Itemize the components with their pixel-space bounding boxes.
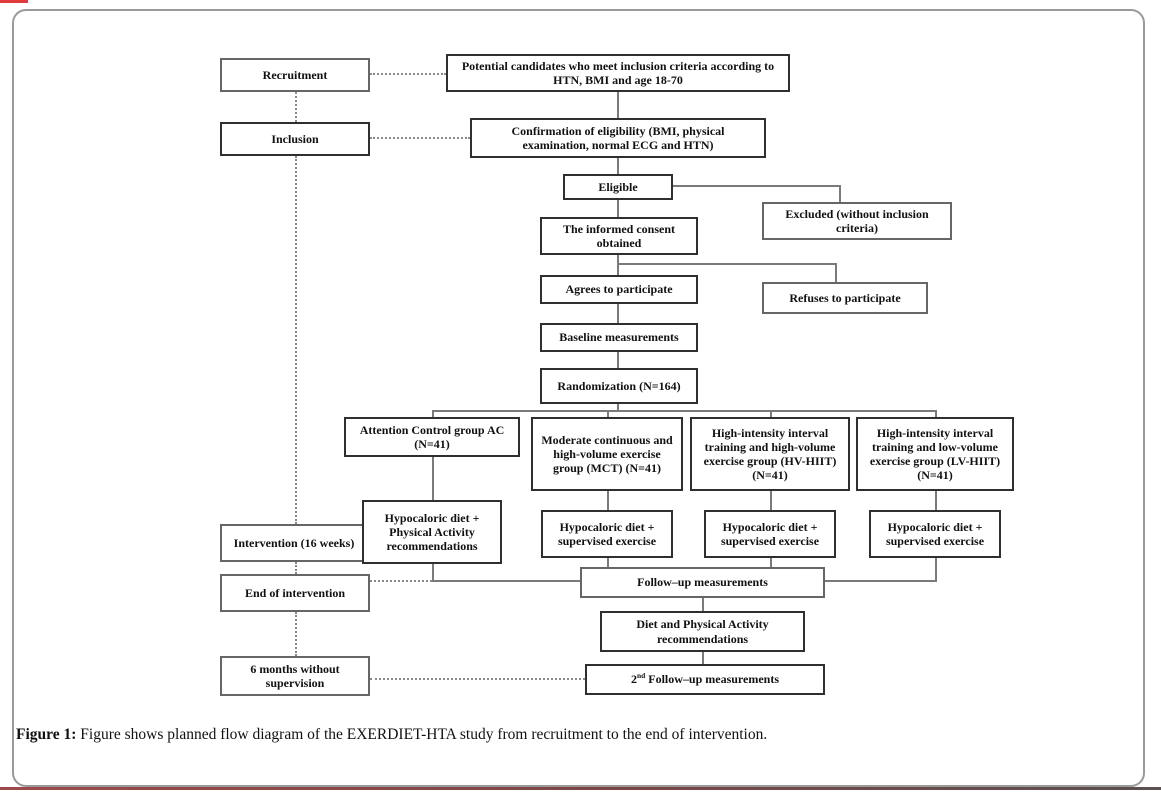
connector-consent-agrees [617, 255, 619, 275]
node-group-hv-hiit: High-intensity interval training and hig… [690, 417, 850, 491]
node-diet-mct: Hypocaloric diet + supervised exercise [541, 510, 673, 558]
node-baseline: Baseline measurements [540, 323, 698, 352]
connector-split-lv [935, 410, 937, 417]
connector-dietac-followup-h [432, 580, 580, 582]
connector-agrees-baseline [617, 304, 619, 323]
figure-caption-label: Figure 1: [16, 726, 77, 743]
dotted-recruitment-inclusion [295, 92, 297, 122]
connector-eligible-excluded-h [673, 185, 841, 187]
node-group-mct: Moderate continuous and high-volume exer… [531, 417, 683, 491]
node-followup: Follow–up measurements [580, 567, 825, 598]
connector-dietlv-followup-v [935, 558, 937, 582]
second-followup-prefix: 2 [630, 672, 637, 687]
dotted-recruitment-potential [370, 73, 446, 75]
dotted-endint-sixmonths [295, 612, 297, 656]
connector-eligible-excluded-v [839, 185, 841, 202]
node-group-lv-hiit: High-intensity interval training and low… [856, 417, 1014, 491]
connector-randomization-stem [617, 404, 619, 410]
connector-lv-diet [935, 491, 937, 510]
node-agrees: Agrees to participate [540, 275, 698, 304]
connector-dietlv-followup-h [825, 580, 937, 582]
node-randomization: Randomization (N=164) [540, 368, 698, 404]
dotted-sixmonths-secondfollowup [370, 678, 585, 680]
node-informed-consent: The informed consent obtained [540, 217, 698, 255]
node-confirmation: Confirmation of eligibility (BMI, physic… [470, 118, 766, 158]
connector-diethv-followup [770, 558, 772, 567]
node-refuses: Refuses to participate [762, 282, 928, 314]
connector-followup-dietrec [702, 598, 704, 611]
stage-recruitment: Recruitment [220, 58, 370, 92]
connector-mct-diet [607, 491, 609, 510]
stage-inclusion: Inclusion [220, 122, 370, 156]
connector-baseline-randomization [617, 352, 619, 368]
node-potential-candidates: Potential candidates who meet inclusion … [446, 54, 790, 92]
connector-dietac-followup-v [432, 564, 434, 582]
stage-intervention: Intervention (16 weeks) [220, 524, 368, 562]
connector-confirmation-eligible [617, 158, 619, 174]
node-group-ac: Attention Control group AC (N=41) [344, 417, 520, 457]
red-bottom-rule [0, 787, 1161, 790]
connector-eligible-consent [617, 200, 619, 217]
connector-split-hv [770, 410, 772, 417]
stage-six-months: 6 months without supervision [220, 656, 370, 696]
node-diet-hv: Hypocaloric diet + supervised exercise [704, 510, 836, 558]
connector-split-mct [607, 410, 609, 417]
connector-potential-confirmation [617, 92, 619, 118]
connector-split-bar [432, 410, 935, 412]
dotted-inclusion-intervention-rail [295, 156, 297, 524]
node-second-followup: 2nd Follow–up measurements [585, 664, 825, 695]
node-diet-ac: Hypocaloric diet + Physical Activity rec… [362, 500, 502, 564]
connector-dietmct-followup [607, 558, 609, 567]
red-top-rule [0, 0, 28, 3]
second-followup-label: Follow–up measurements [645, 672, 780, 687]
node-diet-lv: Hypocaloric diet + supervised exercise [869, 510, 1001, 558]
connector-hv-diet [770, 491, 772, 510]
dotted-intervention-endint [295, 562, 297, 574]
connector-dietrec-secondfollowup [702, 652, 704, 664]
connector-consent-refuses-v [835, 263, 837, 282]
dotted-endint-followup [370, 580, 432, 582]
connector-ac-diet [432, 457, 434, 500]
dotted-inclusion-confirmation [370, 137, 470, 139]
connector-consent-refuses-h [617, 263, 837, 265]
node-diet-pa-recommendations: Diet and Physical Activity recommendatio… [600, 611, 805, 652]
second-followup-sup: nd [636, 671, 646, 681]
stage-end-of-intervention: End of intervention [220, 574, 370, 612]
figure-caption: Figure 1: Figure shows planned flow diag… [16, 726, 1126, 744]
connector-split-ac [432, 410, 434, 417]
figure-caption-text: Figure shows planned flow diagram of the… [76, 726, 768, 743]
node-excluded: Excluded (without inclusion criteria) [762, 202, 952, 240]
node-eligible: Eligible [563, 174, 673, 200]
